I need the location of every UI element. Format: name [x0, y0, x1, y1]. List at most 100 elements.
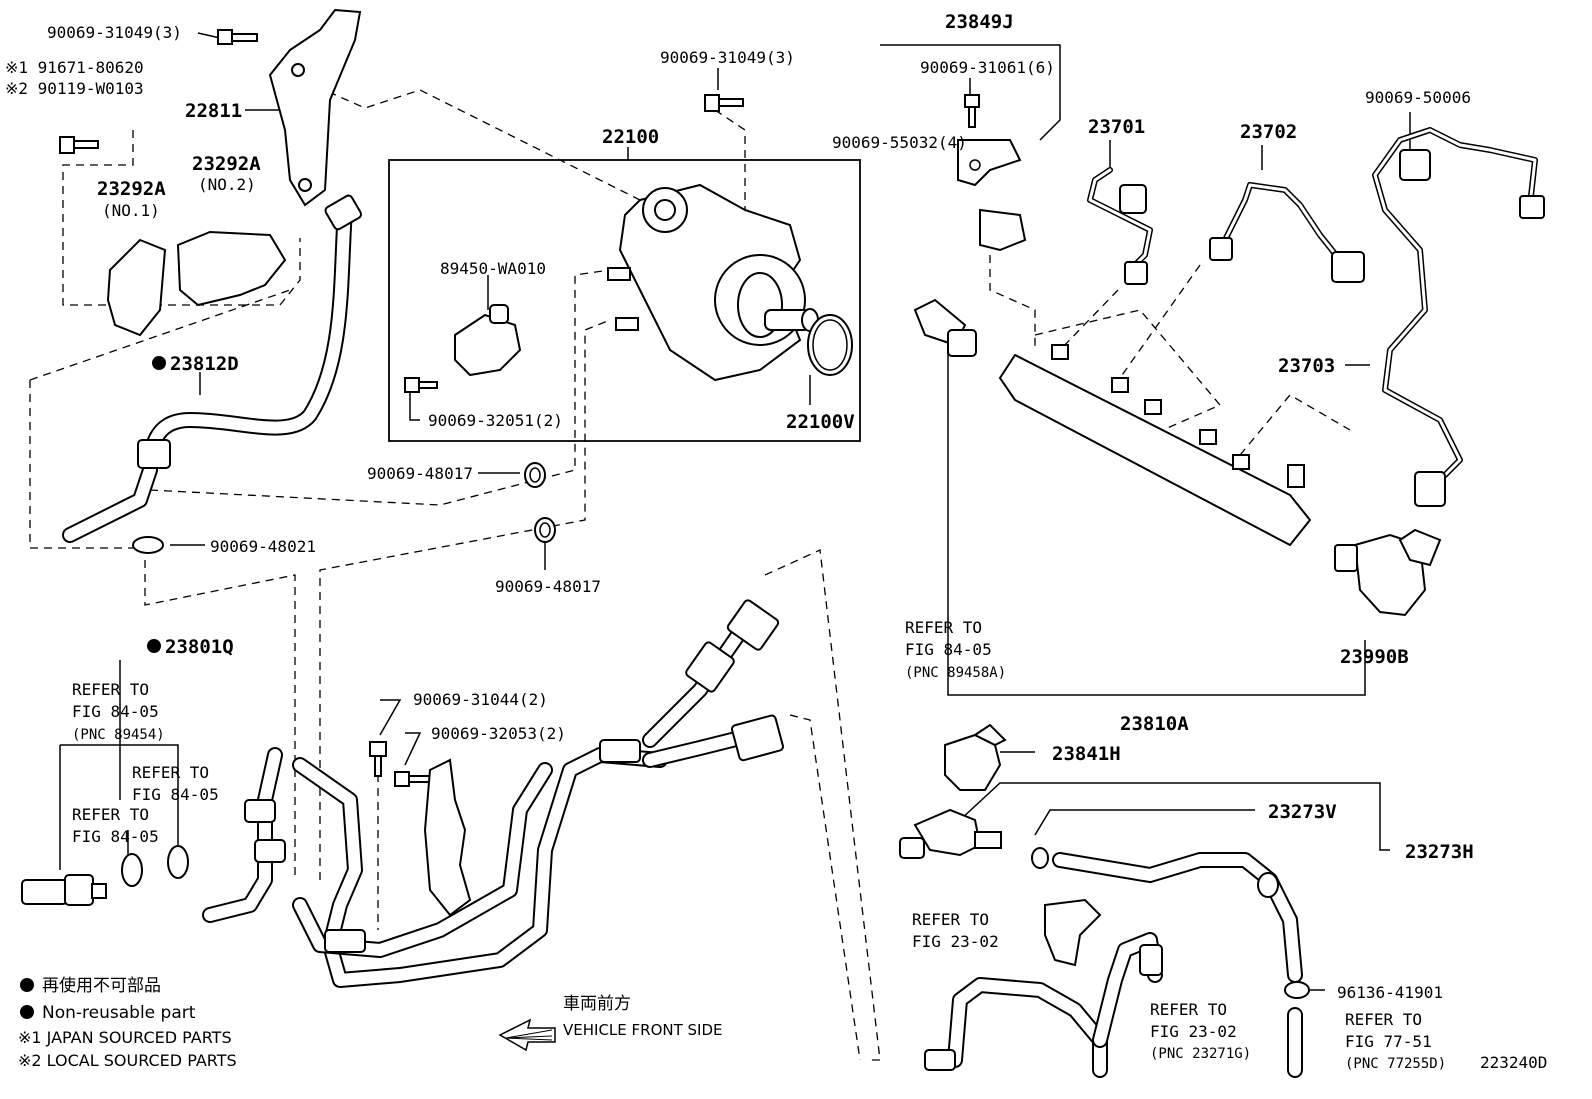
pipe-connector-right — [642, 714, 784, 768]
bracket-23810a — [947, 350, 1366, 696]
label-23292a-no2: 23292A — [192, 153, 261, 175]
pump-assembly-box — [388, 159, 861, 442]
bracket-23841h — [944, 723, 1007, 791]
o-ring-22100v — [807, 314, 853, 376]
pressure-sensor-23990b — [1334, 528, 1442, 617]
hose-23273v — [1031, 847, 1303, 983]
clip-leader-dashed — [144, 560, 296, 880]
label-23273v: 23273V — [1268, 801, 1337, 823]
label-90069-32053: 90069-32053(2) — [431, 724, 566, 743]
box-23812d-dashed — [29, 380, 140, 549]
clamp-55032 — [979, 208, 1027, 252]
wire-23703 — [1372, 127, 1545, 507]
o-ring-a — [121, 853, 143, 887]
hose-23271g — [924, 932, 1163, 1078]
label-90069-31049-b: 90069-31049(3) — [660, 48, 795, 67]
label-no1: (NO.1) — [102, 201, 160, 220]
bolt-32053 — [394, 771, 432, 787]
label-23812d: 23812D — [170, 353, 239, 375]
sensor-89458a — [913, 298, 977, 357]
label-refer-2302-a1: REFER TO — [912, 910, 989, 929]
label-90069-32051: 90069-32051(2) — [428, 411, 563, 430]
bolt-32051 — [404, 377, 438, 393]
label-refer-2302-b2: FIG 23-02 — [1150, 1022, 1237, 1041]
non-reusable-dot-23812d — [152, 356, 166, 370]
clip-23-02 — [1044, 898, 1102, 967]
cover-23292a-no1 — [106, 238, 167, 337]
clamp-23849j — [957, 139, 1022, 187]
pipe-rail-dashed — [764, 549, 881, 1061]
wire-23702-dashed — [1114, 264, 1201, 386]
wire-23702 — [1209, 182, 1365, 283]
bolt-31049-a — [217, 29, 258, 45]
label-23849j: 23849J — [945, 11, 1014, 33]
label-refer-7751-3: (PNC 77255D) — [1345, 1056, 1446, 1072]
label-23990b: 23990B — [1340, 646, 1409, 668]
leader-32053 — [404, 732, 422, 766]
label-89450: 89450-WA010 — [440, 259, 546, 278]
label-refer-8405-a3: (PNC 89454) — [72, 727, 165, 743]
clamp-48017-b — [534, 517, 556, 543]
label-refer-89458-2: FIG 84-05 — [905, 640, 992, 659]
non-reusable-dot-23801q — [147, 639, 161, 653]
bracket-23849j — [880, 44, 1061, 141]
label-refer-2302-b1: REFER TO — [1150, 1000, 1227, 1019]
label-23273h: 23273H — [1405, 841, 1474, 863]
connector-23273h — [899, 808, 1002, 859]
label-96136: 96136-41901 — [1337, 983, 1443, 1002]
label-23703: 23703 — [1278, 355, 1335, 377]
clamp-rail-dashed — [989, 255, 1036, 350]
label-refer-8405-c2: FIG 84-05 — [72, 827, 159, 846]
legend-local-sourced: ※2 LOCAL SOURCED PARTS — [18, 1051, 237, 1070]
label-23702: 23702 — [1240, 121, 1297, 143]
box-23292a-dashed — [62, 130, 301, 306]
valve-89450 — [454, 304, 522, 377]
label-90069-31044: 90069-31044(2) — [413, 690, 548, 709]
label-refer-8405-a2: FIG 84-05 — [72, 702, 159, 721]
fuel-pipe-23801q — [202, 739, 668, 988]
fuel-rail-23810a — [998, 344, 1312, 547]
cover-23292a-no2 — [176, 230, 287, 307]
label-90069-48021: 90069-48021 — [210, 537, 316, 556]
clamp-96136 — [1284, 981, 1310, 999]
clamp-48021 — [132, 536, 164, 554]
bolt-pump-dashed — [714, 109, 746, 210]
leader-ref-8405-b — [60, 744, 179, 845]
label-23841h: 23841H — [1052, 743, 1121, 765]
bracket-22811 — [268, 8, 362, 207]
legend-non-reusable-en: Non-reusable part — [42, 1003, 196, 1023]
leader-31049a — [197, 32, 221, 39]
label-refer-8405-b2: FIG 84-05 — [132, 785, 219, 804]
label-22100: 22100 — [602, 126, 659, 148]
pump-pipe-fitting — [642, 599, 780, 748]
pipe-23812d — [62, 194, 363, 543]
leader-23273v — [1034, 809, 1255, 836]
label-90119: ※2 90119-W0103 — [5, 79, 144, 98]
wire-23703-dashed — [1239, 394, 1351, 456]
label-90069-55032: 90069-55032(4) — [832, 133, 967, 152]
label-90069-31049-a: 90069-31049(3) — [47, 23, 182, 42]
label-refer-8405-b1: REFER TO — [132, 763, 209, 782]
label-refer-8405-a1: REFER TO — [72, 680, 149, 699]
bolt-31044 — [369, 741, 387, 777]
label-refer-89458-1: REFER TO — [905, 618, 982, 637]
label-91671: ※1 91671-80620 — [5, 58, 144, 77]
sensor-89454 — [21, 874, 107, 906]
bracket-leader-dashed — [289, 74, 641, 201]
bolt-31061 — [964, 94, 980, 128]
label-90069-48017-a: 90069-48017 — [367, 464, 473, 483]
diagram-id: 223240D — [1480, 1053, 1547, 1072]
label-refer-2302-b3: (PNC 23271G) — [1150, 1046, 1251, 1062]
o-ring-b — [167, 845, 189, 879]
supply-pump-22100 — [607, 183, 819, 382]
label-23810a: 23810A — [1120, 713, 1189, 735]
vehicle-front-arrow — [498, 1018, 556, 1052]
clamp-48017-a — [524, 462, 546, 488]
label-23701-text: 23701 — [1088, 116, 1145, 138]
vehicle-front-en: VEHICLE FRONT SIDE — [563, 1021, 723, 1039]
label-refer-8405-c1: REFER TO — [72, 805, 149, 824]
legend-japan-sourced: ※1 JAPAN SOURCED PARTS — [18, 1028, 232, 1047]
hose-to-pump-dashed — [149, 269, 611, 506]
leader-23812d-dashed — [29, 289, 291, 381]
